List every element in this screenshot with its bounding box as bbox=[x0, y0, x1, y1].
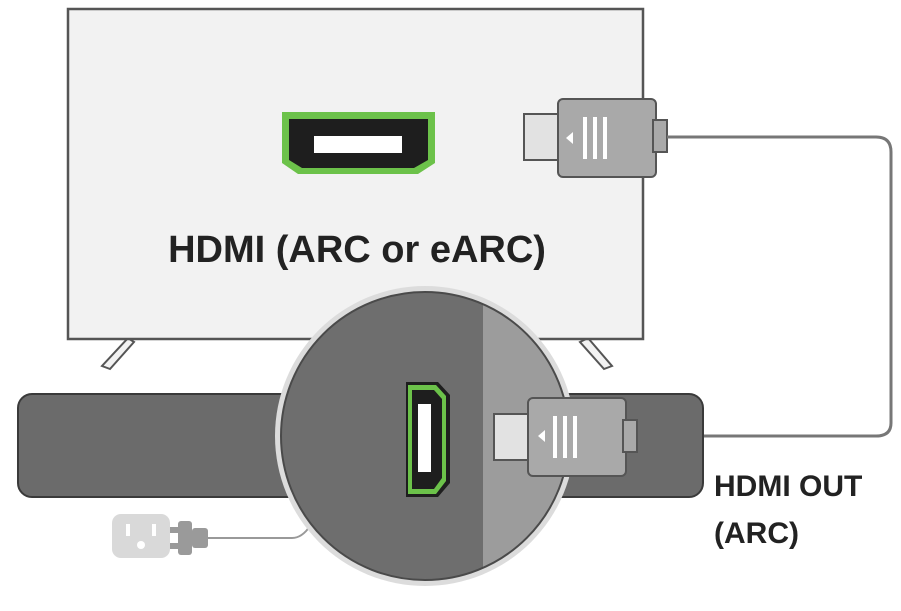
tv-stand bbox=[100, 336, 614, 371]
soundbar-port-label-line1: HDMI OUT bbox=[714, 470, 862, 503]
hdmi-cable bbox=[632, 135, 893, 438]
soundbar-port-label-line2: (ARC) bbox=[714, 517, 799, 550]
tv-port-label: HDMI (ARC or eARC) bbox=[168, 229, 546, 271]
power-cord bbox=[208, 525, 311, 539]
soundbar-hdmi-plug-icon bbox=[493, 397, 638, 477]
tv-hdmi-plug-icon bbox=[523, 98, 668, 178]
soundbar-hdmi-port-icon bbox=[406, 382, 450, 497]
tv-hdmi-port-icon bbox=[282, 112, 435, 174]
power-plug-icon bbox=[170, 521, 208, 555]
wall-outlet-icon bbox=[112, 514, 170, 558]
